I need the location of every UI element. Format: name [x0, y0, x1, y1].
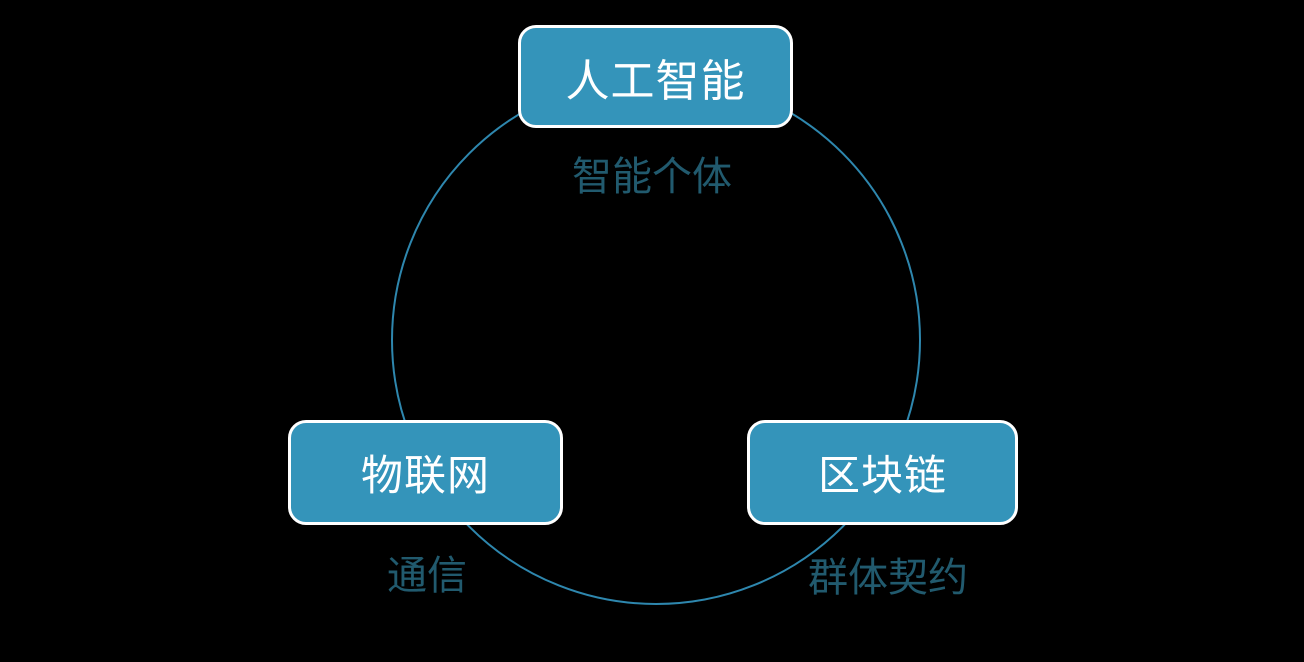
- node-blockchain-label: 区块链: [817, 452, 947, 499]
- node-artificial-intelligence-label: 人工智能: [565, 56, 746, 106]
- edge-label-communication: 通信: [387, 554, 467, 598]
- node-blockchain: 区块链: [747, 420, 1018, 525]
- edge-label-group-contract: 群体契约: [808, 556, 968, 600]
- node-internet-of-things: 物联网: [288, 420, 563, 525]
- edge-label-intelligent-individual: 智能个体: [572, 155, 732, 199]
- node-internet-of-things-label: 物联网: [360, 452, 490, 499]
- node-artificial-intelligence: 人工智能: [518, 25, 793, 128]
